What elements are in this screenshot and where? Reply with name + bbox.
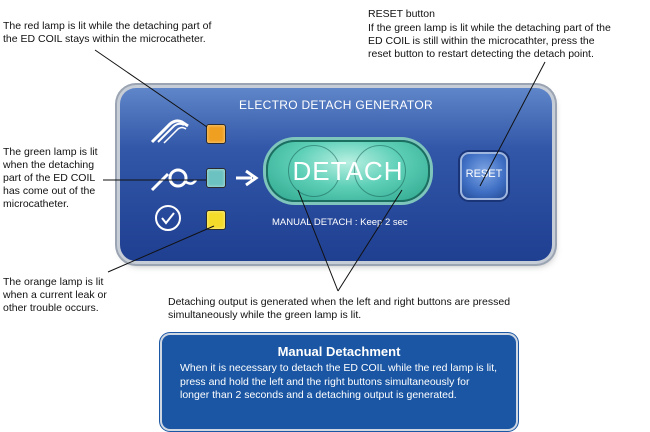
detach-right-leader [337,189,403,292]
orange-lamp-leader [107,225,215,273]
green-lamp-annotation: The green lamp is lit when the detaching… [3,146,98,210]
detach-left-leader [297,189,339,292]
detach-left-button[interactable] [288,145,340,197]
catheter-out-icon [150,168,198,192]
reset-annotation-desc: If the green lamp is lit while the detac… [368,22,611,60]
orange-lamp [206,210,226,230]
red-lamp [206,124,226,144]
checkmark-icon [155,205,181,231]
reset-leader [479,61,546,187]
red-lamp-leader [94,49,208,128]
manual-detach-label: MANUAL DETACH : Keep 2 sec [272,217,408,228]
reset-annotation-title: RESET button [368,8,435,20]
detach-button[interactable]: DETACH [266,140,430,202]
green-lamp [206,168,226,188]
red-lamp-annotation: The red lamp is lit while the detaching … [3,20,212,45]
manual-detachment-title: Manual Detachment [277,344,401,359]
catheter-inside-icon [150,119,189,144]
detach-label: DETACH [292,156,404,186]
reset-button[interactable]: RESET [460,152,508,200]
detach-output-annotation: Detaching output is generated when the l… [168,296,511,321]
orange-lamp-annotation: The orange lamp is lit when a current le… [3,276,107,314]
reset-label: RESET [465,168,503,180]
detach-right-button[interactable] [354,145,406,197]
panel-title: ELECTRO DETACH GENERATOR [239,98,433,112]
manual-detachment-body: When it is necessary to detach the ED CO… [180,362,498,401]
manual-detachment-box: Manual Detachment When it is necessary t… [162,335,516,429]
arrow-right-icon [236,169,259,187]
